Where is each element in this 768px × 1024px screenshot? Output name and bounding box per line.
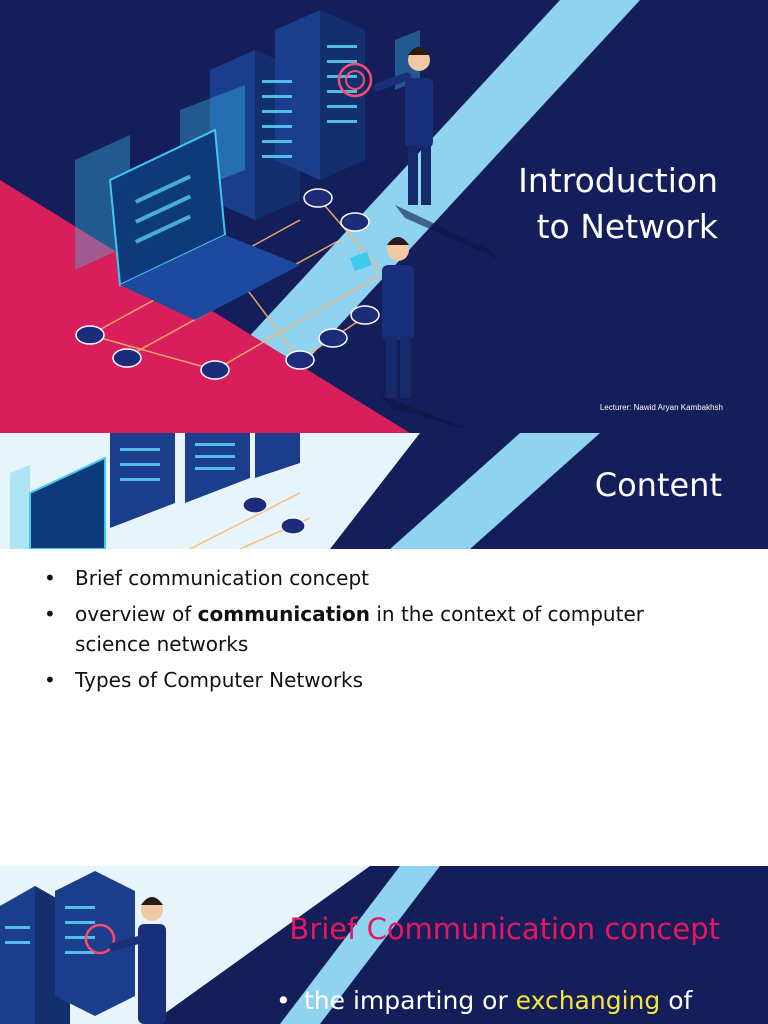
bullet-text: Brief communication concept	[75, 566, 369, 590]
bullet-text-prefix: the imparting or	[304, 986, 516, 1015]
concept-heading: Brief Communication concept	[289, 912, 720, 946]
slide-title: Introduction to Network	[458, 158, 718, 250]
list-item: Brief communication concept	[44, 563, 684, 593]
bullet-text-bold: communication	[197, 602, 371, 626]
content-heading: Content	[594, 466, 722, 504]
laptop-icon	[108, 128, 300, 320]
businessman-figure	[373, 47, 500, 260]
businessman-tablet-figure	[350, 237, 480, 433]
content-slide: Content Brief communication concept over…	[0, 433, 768, 866]
list-item: Types of Computer Networks	[44, 665, 684, 695]
fingerprint-lock-icon	[84, 923, 116, 955]
bullet-text-prefix: overview of	[75, 602, 198, 626]
slide1-background-graphic	[0, 0, 640, 433]
list-item: overview of communication in the context…	[44, 599, 684, 659]
lecturer-credit: Lecturer: Nawid Aryan Kambakhsh	[599, 403, 723, 412]
communication-concept-slide: Brief Communication concept • the imparti…	[0, 866, 768, 1024]
light-blue-band	[160, 0, 640, 433]
bullet-highlight: exchanging	[515, 986, 661, 1015]
slide-title-line1: Introduction	[518, 161, 718, 200]
slide2-banner-graphic	[0, 433, 600, 549]
slide3-background-graphic	[0, 866, 440, 1024]
bullet-dot-icon: •	[276, 986, 291, 1015]
slide-title-line2: to Network	[536, 207, 718, 246]
bullet-text-suffix: of	[660, 986, 693, 1015]
fingerprint-lock-icon	[337, 62, 373, 98]
content-banner: Content	[0, 433, 768, 549]
concept-bullet: • the imparting or exchanging of	[276, 986, 692, 1015]
title-slide: Introduction to Network Lecturer: Nawid …	[0, 0, 768, 433]
bullet-text-suffix: in the context of computer science netwo…	[75, 602, 644, 656]
network-nodes	[75, 188, 380, 380]
businessman-figure	[108, 897, 166, 1024]
server-rack-icon	[210, 10, 365, 220]
content-bullet-list: Brief communication concept overview of …	[44, 563, 684, 701]
bullet-text: Types of Computer Networks	[75, 668, 364, 692]
